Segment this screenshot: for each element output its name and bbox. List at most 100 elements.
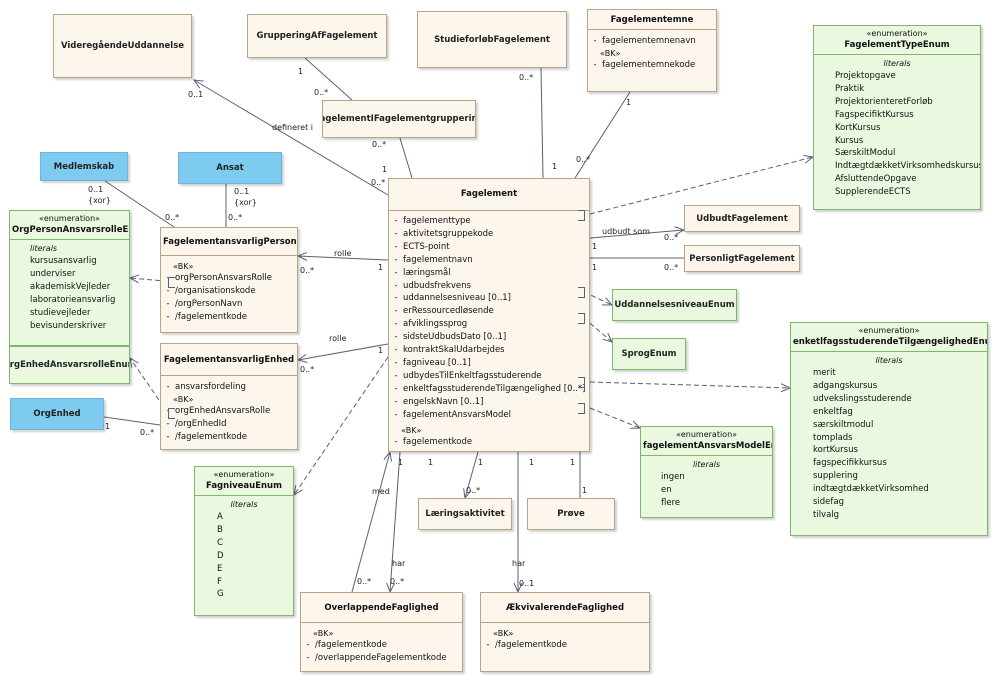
enum-fagelement-ansvarsmodel[interactable]: «enumeration» fagelementAnsvarsModelEnum… [640, 426, 773, 518]
enum-values-list: kursusansvarlig underviser akademiskVejl… [10, 255, 129, 332]
attr: /organisationskode [175, 285, 256, 296]
enum-uddannelsesniveau[interactable]: UddannelsesniveauEnum [612, 289, 737, 321]
attr-link-marker [168, 408, 175, 419]
assoc-fagelement-gruppering [399, 137, 413, 179]
class-aekvivalerende-faglighed[interactable]: ÆkvivalerendeFaglighed «BK» -/fagelement… [480, 592, 650, 672]
class-videregaaende-uddannelse[interactable]: VideregåendeUddannelse [53, 14, 192, 78]
attr: kontraktSkalUdarbejdes [403, 345, 505, 356]
class-title: ÆkvivalerendeFaglighed [505, 603, 625, 613]
mult-label: 1 [378, 346, 384, 355]
enum-value: IndtægtdækketVirksomhedskursus [835, 161, 981, 172]
mult-label: 1 [428, 458, 434, 467]
stereotype-bk: «BK» [173, 262, 194, 271]
class-fagelementansvarlig-enhed[interactable]: FagelementansvarligEnhed -ansvarsfordeli… [160, 343, 298, 450]
enum-value: FagspecifiktKursus [835, 109, 914, 120]
role-label: rolle [329, 334, 347, 343]
attr: /fagelementkode [175, 431, 247, 442]
role-label: har [392, 559, 406, 568]
literals-label: literals [30, 244, 58, 253]
attr: fagelementAnsvarsModel [403, 409, 511, 420]
enum-value: Projektopgave [835, 71, 896, 81]
class-fagelement-i-fagelementgruppering[interactable]: FagelementIFagelementgruppering [322, 100, 476, 138]
class-fagelementansvarlig-person[interactable]: FagelementansvarligPerson «BK» -orgPerso… [160, 227, 298, 333]
class-fagelementemne[interactable]: Fagelementemne -fagelementemnenavn «BK» … [587, 9, 717, 92]
attr: afviklingssprog [403, 319, 468, 330]
stereotype-label: «enumeration» [858, 326, 920, 335]
enum-value: akademiskVejleder [30, 281, 111, 292]
enum-title: fagelementAnsvarsModelEnum [643, 441, 772, 451]
dep-ansvarsmodel [589, 407, 640, 428]
class-title: Fagelementemne [610, 15, 694, 25]
dep-enkeltfag [589, 381, 790, 388]
attr: erRessourcedløsende [403, 306, 494, 317]
role-label: rolle [334, 249, 352, 258]
enum-enkeltfagsstuderende-tilgaengelighed[interactable]: «enumeration» enketlfagsstuderendeTilgæn… [790, 322, 988, 536]
attr: fagelementkode [403, 436, 473, 447]
enum-value: ingen [661, 472, 685, 482]
enum-org-person-ansvarsrolle[interactable]: «enumeration» OrgPersonAnsvarsrolleEnum … [9, 210, 130, 346]
attr: enkeltfagsstuderendeTilgængelighed [0..*… [403, 383, 586, 394]
class-medlemskab[interactable]: Medlemskab [40, 152, 128, 181]
attr-link-marker [578, 313, 585, 324]
assoc-rolle-person [298, 256, 389, 260]
assoc-har-overlap [390, 451, 401, 592]
class-title: Fagelement [460, 189, 518, 199]
literals-label: literals [230, 500, 258, 509]
enum-value: ProjektorienteretForløb [835, 96, 933, 107]
mult-label: 1 [529, 458, 535, 467]
mult-label: 0..1 [188, 90, 204, 99]
attr-link-marker [578, 210, 585, 221]
mult-label: 0..* [372, 140, 387, 149]
enum-value: kursusansvarlig [30, 256, 97, 266]
class-fagelement[interactable]: Fagelement -fagelementtype -aktivitetsgr… [388, 178, 590, 452]
assoc-rolle-enhed [298, 343, 389, 360]
class-laeringsaktivitet[interactable]: Læringsaktivitet [418, 498, 512, 530]
mult-label: 0..* [228, 213, 243, 222]
enum-value: underviser [30, 268, 76, 279]
attr: ansvarsfordeling [175, 382, 246, 392]
enum-value: AfsluttendeOpgave [835, 174, 917, 185]
class-title: FagelementansvarligEnhed [163, 355, 295, 365]
enum-value: SupplerendeECTS [835, 187, 911, 198]
mult-label: 1 [582, 486, 588, 495]
attr: engelskNavn [0..1] [403, 396, 484, 407]
role-label: med [372, 487, 390, 496]
class-udbudt-fagelement[interactable]: UdbudtFagelement [684, 205, 800, 232]
class-orgenhed[interactable]: OrgEnhed [10, 398, 104, 430]
mult-label: 0..* [357, 577, 372, 586]
enum-fagniveau[interactable]: «enumeration» FagniveauEnum literals A B… [194, 466, 294, 616]
class-overlappende-faglighed[interactable]: OverlappendeFaglighed «BK» -/fagelementk… [300, 592, 463, 672]
enum-value: D [217, 550, 224, 561]
enum-value: G [217, 589, 224, 600]
attr-link-marker [168, 277, 175, 288]
class-title: FagelementansvarligPerson [163, 237, 297, 247]
enum-value: udvekslingsstuderende [813, 393, 912, 404]
mult-label: 0..* [519, 73, 534, 82]
stereotype-bk: «BK» [493, 629, 514, 638]
attr: /fagelementkode [315, 640, 387, 650]
mult-label: 1 [382, 165, 388, 174]
attr: fagelementnavn [403, 254, 473, 265]
mult-label: 0..1 [88, 185, 104, 194]
enum-value: laboratorieansvarlig [30, 294, 116, 305]
enum-value: SærskiltModul [835, 148, 896, 159]
mult-label: 1 [592, 242, 598, 251]
enum-values-list: A B C D E F G [195, 511, 293, 601]
attr: /orgEnhedId [175, 418, 227, 429]
assoc-defineret-i [194, 80, 389, 196]
enum-sprog[interactable]: SprogEnum [612, 338, 686, 370]
class-studieforloeb-fagelement[interactable]: StudieforløbFagelement [417, 11, 567, 68]
enum-orgenhed-ansvarsrolle[interactable]: OrgEnhedAnsvarsrolleEnum [9, 346, 130, 384]
enum-fagelement-type[interactable]: «enumeration» FagelementTypeEnum literal… [813, 25, 981, 210]
attr-link-marker [578, 287, 585, 298]
class-ansat[interactable]: Ansat [178, 152, 282, 184]
class-gruppering-af-fagelement[interactable]: GrupperingAfFagelement [247, 14, 387, 58]
mult-label: 1 [626, 98, 632, 107]
enum-value: flere [661, 497, 681, 508]
enum-value: bevisunderskriver [30, 320, 107, 331]
attr: fagniveau [0..1] [403, 357, 471, 368]
class-proeve[interactable]: Prøve [527, 498, 615, 530]
class-personligt-fagelement[interactable]: PersonligtFagelement [684, 245, 800, 272]
mult-label: 0..* [390, 577, 405, 586]
stereotype-bk: «BK» [600, 48, 621, 58]
